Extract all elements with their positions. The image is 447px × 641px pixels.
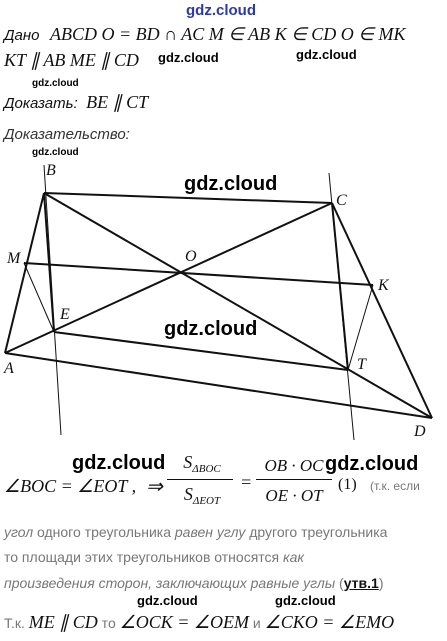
side-bc <box>43 192 333 204</box>
prove-label: Доказать: <box>4 95 78 112</box>
side-cd <box>331 202 433 419</box>
text-line-3: произведения сторон, заключающих равные … <box>4 575 384 591</box>
segment-et <box>53 331 349 371</box>
fraction-bar-left <box>167 479 233 480</box>
proof-line: Доказательство: <box>4 126 130 144</box>
segment-me <box>23 262 55 333</box>
prove-statement: BE ∥ CT <box>86 92 149 112</box>
given-label: Дано <box>4 27 40 44</box>
text-line-4: Т.к. ME ∥ CD то ∠OCK = ∠OEM и ∠CKO = ∠EM… <box>4 612 395 632</box>
point-label-t: T <box>357 356 367 373</box>
text-line-2: то площади этих треугольников относятся … <box>4 549 305 565</box>
given-line-1: Дано ABCD O = BD ∩ AC M ∈ AB K ∈ CD O ∈ … <box>4 24 406 45</box>
point-label-c: C <box>336 192 347 209</box>
formula-angles: ∠BOC = ∠EOT , <box>4 476 137 496</box>
fraction-rhs-top: OB · OC <box>264 456 324 475</box>
watermark: gdz.cloud <box>184 173 278 195</box>
watermark: gdz.cloud <box>275 593 336 608</box>
proof-label: Доказательство: <box>4 126 130 143</box>
point-label-o: O <box>185 248 197 265</box>
formula-note: (т.к. если <box>370 479 420 493</box>
given-conditions-2: KT ∥ AB ME ∥ CD <box>4 50 139 70</box>
segment-be <box>43 192 55 333</box>
point-label-e: E <box>59 306 70 323</box>
diagonal-bd <box>43 192 433 419</box>
watermark: gdz.cloud <box>72 452 166 474</box>
formula-ref: (1) <box>338 476 357 493</box>
point-label-a: A <box>3 360 14 377</box>
side-ad <box>4 352 433 419</box>
fraction-area-bottom: SΔEOT <box>183 484 221 507</box>
given-line-2: KT ∥ AB ME ∥ CD <box>4 50 139 71</box>
diagonal-ac <box>4 202 333 354</box>
fraction-rhs-bottom: OE · OT <box>265 486 323 505</box>
geometry-figure: B C M O K E A T D <box>3 162 433 441</box>
point-label-b: B <box>46 162 56 179</box>
point-label-k: K <box>377 277 390 294</box>
segment-mk <box>23 262 374 286</box>
watermark: gdz.cloud <box>137 593 198 608</box>
given-conditions-1: ABCD O = BD ∩ AC M ∈ AB K ∈ CD O ∈ MK <box>49 24 406 44</box>
prove-line: Доказать: BE ∥ CT <box>4 92 148 113</box>
point-label-d: D <box>413 423 426 440</box>
formula-arrow: ⇒ <box>146 476 163 498</box>
watermark: gdz.cloud <box>325 453 419 475</box>
watermark: gdz.cloud <box>296 47 357 62</box>
side-ab <box>4 192 45 354</box>
watermark: gdz.cloud <box>32 78 79 89</box>
line-be-extended <box>43 164 62 436</box>
line-ct-extended <box>328 172 355 441</box>
watermark-top: gdz.cloud <box>186 2 256 19</box>
fraction-bar-right <box>256 479 332 480</box>
watermark: gdz.cloud <box>32 147 79 158</box>
watermark: gdz.cloud <box>158 50 219 65</box>
segment-kt <box>347 284 374 371</box>
fraction-area-top: SΔBOC <box>183 452 221 475</box>
formula-equals: = <box>240 472 253 492</box>
watermark: gdz.cloud <box>164 318 258 340</box>
point-label-m: M <box>6 250 22 267</box>
text-line-1: угол одного треугольника равен углу друг… <box>4 524 388 540</box>
